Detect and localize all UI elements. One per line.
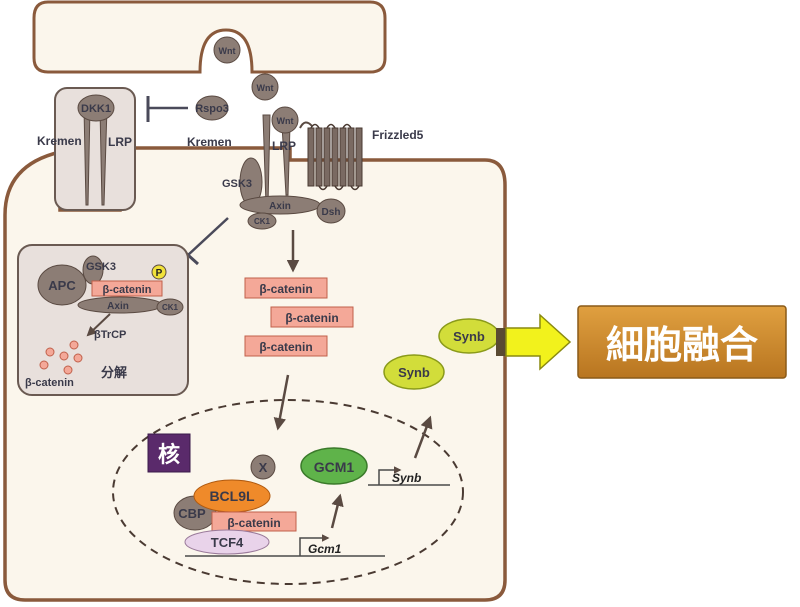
fusion-arrow <box>505 313 572 371</box>
ck1-complex-protein <box>156 298 184 316</box>
synb-protein-label-2: Synb <box>398 365 430 380</box>
synb-expression-arrow <box>413 415 433 459</box>
synb-promoter-arrow <box>378 466 402 485</box>
synb-gene-label: Synb <box>392 471 421 485</box>
wnt-receptor-label: Wnt <box>277 116 294 126</box>
dsh-label: Dsh <box>322 207 341 218</box>
degradation-label: 分解 <box>101 365 127 381</box>
dkk1-protein <box>77 94 115 122</box>
gcm1-promoter-arrow <box>299 534 330 556</box>
lrp-left-label: LRP <box>108 135 132 149</box>
tcf4-protein <box>184 529 270 555</box>
kremen-right-label: Kremen <box>187 135 232 149</box>
beta-catenin-box-2 <box>270 306 354 328</box>
synb-protein-cytoplasm <box>383 354 445 390</box>
cell-fusion-label: 細胞融合 <box>606 323 758 367</box>
apc-protein <box>37 264 87 306</box>
fusion-arrow-base <box>496 328 506 356</box>
nucleus-boundary <box>112 399 464 585</box>
wnt-ligand-mid <box>251 73 279 101</box>
wnt-mid-label: Wnt <box>257 83 274 93</box>
gcm1-gene-label: Gcm1 <box>308 542 342 556</box>
frizzled5-label: Frizzled5 <box>372 128 424 142</box>
gcm1-protein-label: GCM1 <box>314 459 355 475</box>
neighbor-cell <box>32 0 387 74</box>
cbp-label: CBP <box>178 506 206 521</box>
ck1-complex-label: CK1 <box>162 303 179 312</box>
axin-membrane-label: Axin <box>269 201 291 212</box>
apc-label: APC <box>48 278 76 293</box>
dkk1-label: DKK1 <box>81 103 111 115</box>
phospho-label: P <box>156 268 163 279</box>
nucleus-label-box <box>147 433 191 473</box>
bcl9l-label: BCL9L <box>209 488 255 504</box>
gcm1-expression-arrow <box>330 493 344 529</box>
axin-complex-label: Axin <box>107 301 129 312</box>
phospho-group <box>151 264 167 280</box>
destruction-complex-inhibition-line <box>187 217 229 256</box>
beta-catenin-degraded-label: β-catenin <box>25 377 74 389</box>
dsh-protein <box>316 198 346 224</box>
x-factor-label: X <box>259 460 268 475</box>
synb-protein-label-1: Synb <box>453 329 485 344</box>
gcm1-protein <box>300 447 368 485</box>
beta-catenin-nuclear-box <box>211 511 297 532</box>
frizzled5-receptor <box>299 121 363 191</box>
nuclear-translocation-arrow <box>273 374 290 431</box>
kremen-left-label: Kremen <box>37 134 82 148</box>
degradation-arrow <box>86 313 111 337</box>
gsk3-complex-label: GSK3 <box>86 261 116 273</box>
beta-catenin-complex-label: β-catenin <box>103 284 152 296</box>
wnt-ligand-receptor <box>271 106 299 134</box>
rspo3-protein <box>195 95 229 121</box>
beta-catenin-box-3 <box>244 335 328 357</box>
wnt-ligand-top <box>213 36 241 64</box>
beta-catenin-nuclear-label: β-catenin <box>227 516 280 530</box>
rspo3-label: Rspo3 <box>195 103 229 115</box>
beta-catenin-complex-box <box>91 280 163 297</box>
beta-catenin-label-3: β-catenin <box>259 340 312 354</box>
x-factor-protein <box>250 454 276 480</box>
tcf4-label: TCF4 <box>211 535 244 550</box>
beta-catenin-label-2: β-catenin <box>285 311 338 325</box>
nucleus-label: 核 <box>158 442 180 468</box>
btrcp-label: βTrCP <box>94 329 126 341</box>
beta-catenin-box-1 <box>244 277 328 299</box>
ck1-membrane-protein <box>247 212 277 230</box>
gsk3-membrane-label: GSK3 <box>222 178 252 190</box>
cell-fusion-box <box>577 305 787 379</box>
ck1-membrane-label: CK1 <box>254 217 271 226</box>
kremen-dkk1-box <box>54 87 136 211</box>
wnt-top-label: Wnt <box>219 46 236 56</box>
beta-catenin-label-1: β-catenin <box>259 282 312 296</box>
lrp-right-label: LRP <box>272 139 296 153</box>
degraded-fragments <box>39 340 83 375</box>
